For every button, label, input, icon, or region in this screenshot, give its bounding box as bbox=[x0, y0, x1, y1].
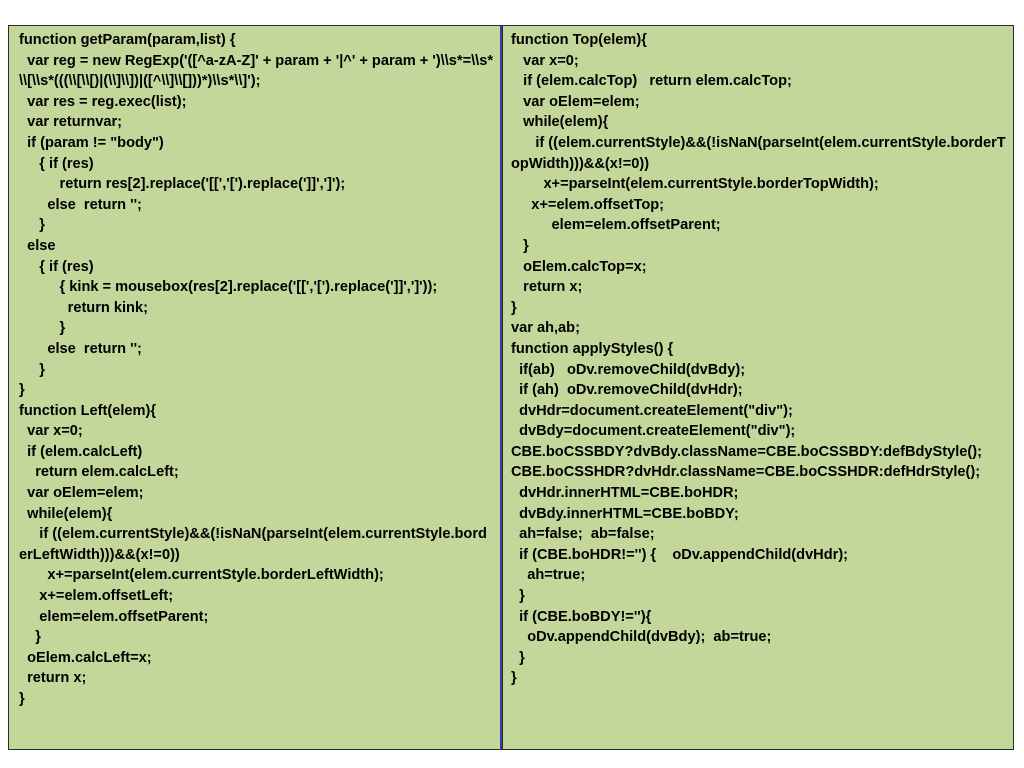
code-line: { if (res) bbox=[19, 155, 94, 172]
code-line: if ((elem.currentStyle)&&(!isNaN(parseIn… bbox=[19, 526, 487, 563]
code-line: } bbox=[511, 588, 525, 605]
code-line: dvHdr=document.createElement("div"); bbox=[511, 402, 793, 419]
code-line: CBE.boCSSHDR?dvHdr.className=CBE.boCSSHD… bbox=[511, 464, 981, 481]
code-line: } bbox=[511, 670, 517, 687]
code-line: x+=parseInt(elem.currentStyle.borderLeft… bbox=[19, 567, 384, 584]
code-line: dvHdr.innerHTML=CBE.boHDR; bbox=[511, 485, 739, 502]
left-code-block: function getParam(param,list) { var reg … bbox=[19, 30, 494, 710]
code-line: { if (res) bbox=[19, 258, 94, 275]
code-line: } bbox=[19, 217, 45, 234]
code-line: return x; bbox=[511, 279, 583, 296]
code-line: function applyStyles() { bbox=[511, 340, 674, 357]
code-line: elem=elem.offsetParent; bbox=[511, 217, 721, 234]
code-line: } bbox=[511, 299, 517, 316]
code-line: if (param != "body") bbox=[19, 134, 164, 151]
code-line: var res = reg.exec(list); bbox=[19, 93, 187, 110]
code-line: oElem.calcTop=x; bbox=[511, 258, 647, 275]
code-line: { kink = mousebox(res[2].replace('[[','[… bbox=[19, 279, 438, 296]
code-line: while(elem){ bbox=[511, 114, 609, 131]
left-code-panel: function getParam(param,list) { var reg … bbox=[8, 25, 502, 750]
code-line: if(ab) oDv.removeChild(dvBdy); bbox=[511, 361, 746, 378]
code-line: ah=false; ab=false; bbox=[511, 526, 655, 543]
code-line: CBE.boCSSBDY?dvBdy.className=CBE.boCSSBD… bbox=[511, 443, 983, 460]
code-line: var x=0; bbox=[19, 423, 83, 440]
code-line: x+=elem.offsetTop; bbox=[511, 196, 665, 213]
code-line: oDv.appendChild(dvBdy); ab=true; bbox=[511, 629, 772, 646]
code-line: oElem.calcLeft=x; bbox=[19, 649, 152, 666]
right-code-block: function Top(elem){ var x=0; if (elem.ca… bbox=[511, 30, 1007, 689]
code-line: var ah,ab; bbox=[511, 320, 580, 337]
code-line: dvBdy=document.createElement("div"); bbox=[511, 423, 796, 440]
code-line: if (elem.calcLeft) bbox=[19, 443, 143, 460]
code-line: x+=parseInt(elem.currentStyle.borderTopW… bbox=[511, 176, 879, 193]
code-line: } bbox=[19, 361, 45, 378]
code-line: else bbox=[19, 237, 56, 254]
code-line: if (ah) oDv.removeChild(dvHdr); bbox=[511, 382, 743, 399]
right-code-panel: function Top(elem){ var x=0; if (elem.ca… bbox=[502, 25, 1014, 750]
code-line: while(elem){ bbox=[19, 505, 113, 522]
code-line: var oElem=elem; bbox=[19, 485, 144, 502]
code-line: function getParam(param,list) { bbox=[19, 32, 236, 48]
code-line: function Top(elem){ bbox=[511, 32, 647, 48]
code-line: } bbox=[19, 629, 41, 646]
code-line: return res[2].replace('[[','[').replace(… bbox=[19, 176, 346, 193]
code-line: else return ''; bbox=[19, 196, 142, 213]
code-line: return kink; bbox=[19, 299, 148, 316]
code-line: return x; bbox=[19, 670, 87, 687]
code-line: if (CBE.boHDR!='') { oDv.appendChild(dvH… bbox=[511, 546, 849, 563]
code-line: if (elem.calcTop) return elem.calcTop; bbox=[511, 73, 792, 90]
code-line: } bbox=[511, 649, 525, 666]
code-line: } bbox=[19, 320, 66, 337]
code-line: x+=elem.offsetLeft; bbox=[19, 588, 174, 605]
code-line: function Left(elem){ bbox=[19, 402, 157, 419]
code-line: if ((elem.currentStyle)&&(!isNaN(parseIn… bbox=[511, 134, 1006, 172]
code-line: } bbox=[19, 691, 25, 707]
code-line: return elem.calcLeft; bbox=[19, 464, 179, 481]
code-line: var x=0; bbox=[511, 52, 579, 69]
code-line: var returnvar; bbox=[19, 114, 123, 131]
code-line: var reg = new RegExp('([^a-zA-Z]' + para… bbox=[19, 52, 494, 90]
code-line: } bbox=[19, 382, 25, 399]
code-line: elem=elem.offsetParent; bbox=[19, 608, 209, 625]
code-line: ah=true; bbox=[511, 567, 586, 584]
code-line: dvBdy.innerHTML=CBE.boBDY; bbox=[511, 505, 739, 522]
code-line: } bbox=[511, 237, 529, 254]
code-line: if (CBE.boBDY!=''){ bbox=[511, 608, 652, 625]
code-line: var oElem=elem; bbox=[511, 93, 640, 110]
code-line: else return ''; bbox=[19, 340, 142, 357]
